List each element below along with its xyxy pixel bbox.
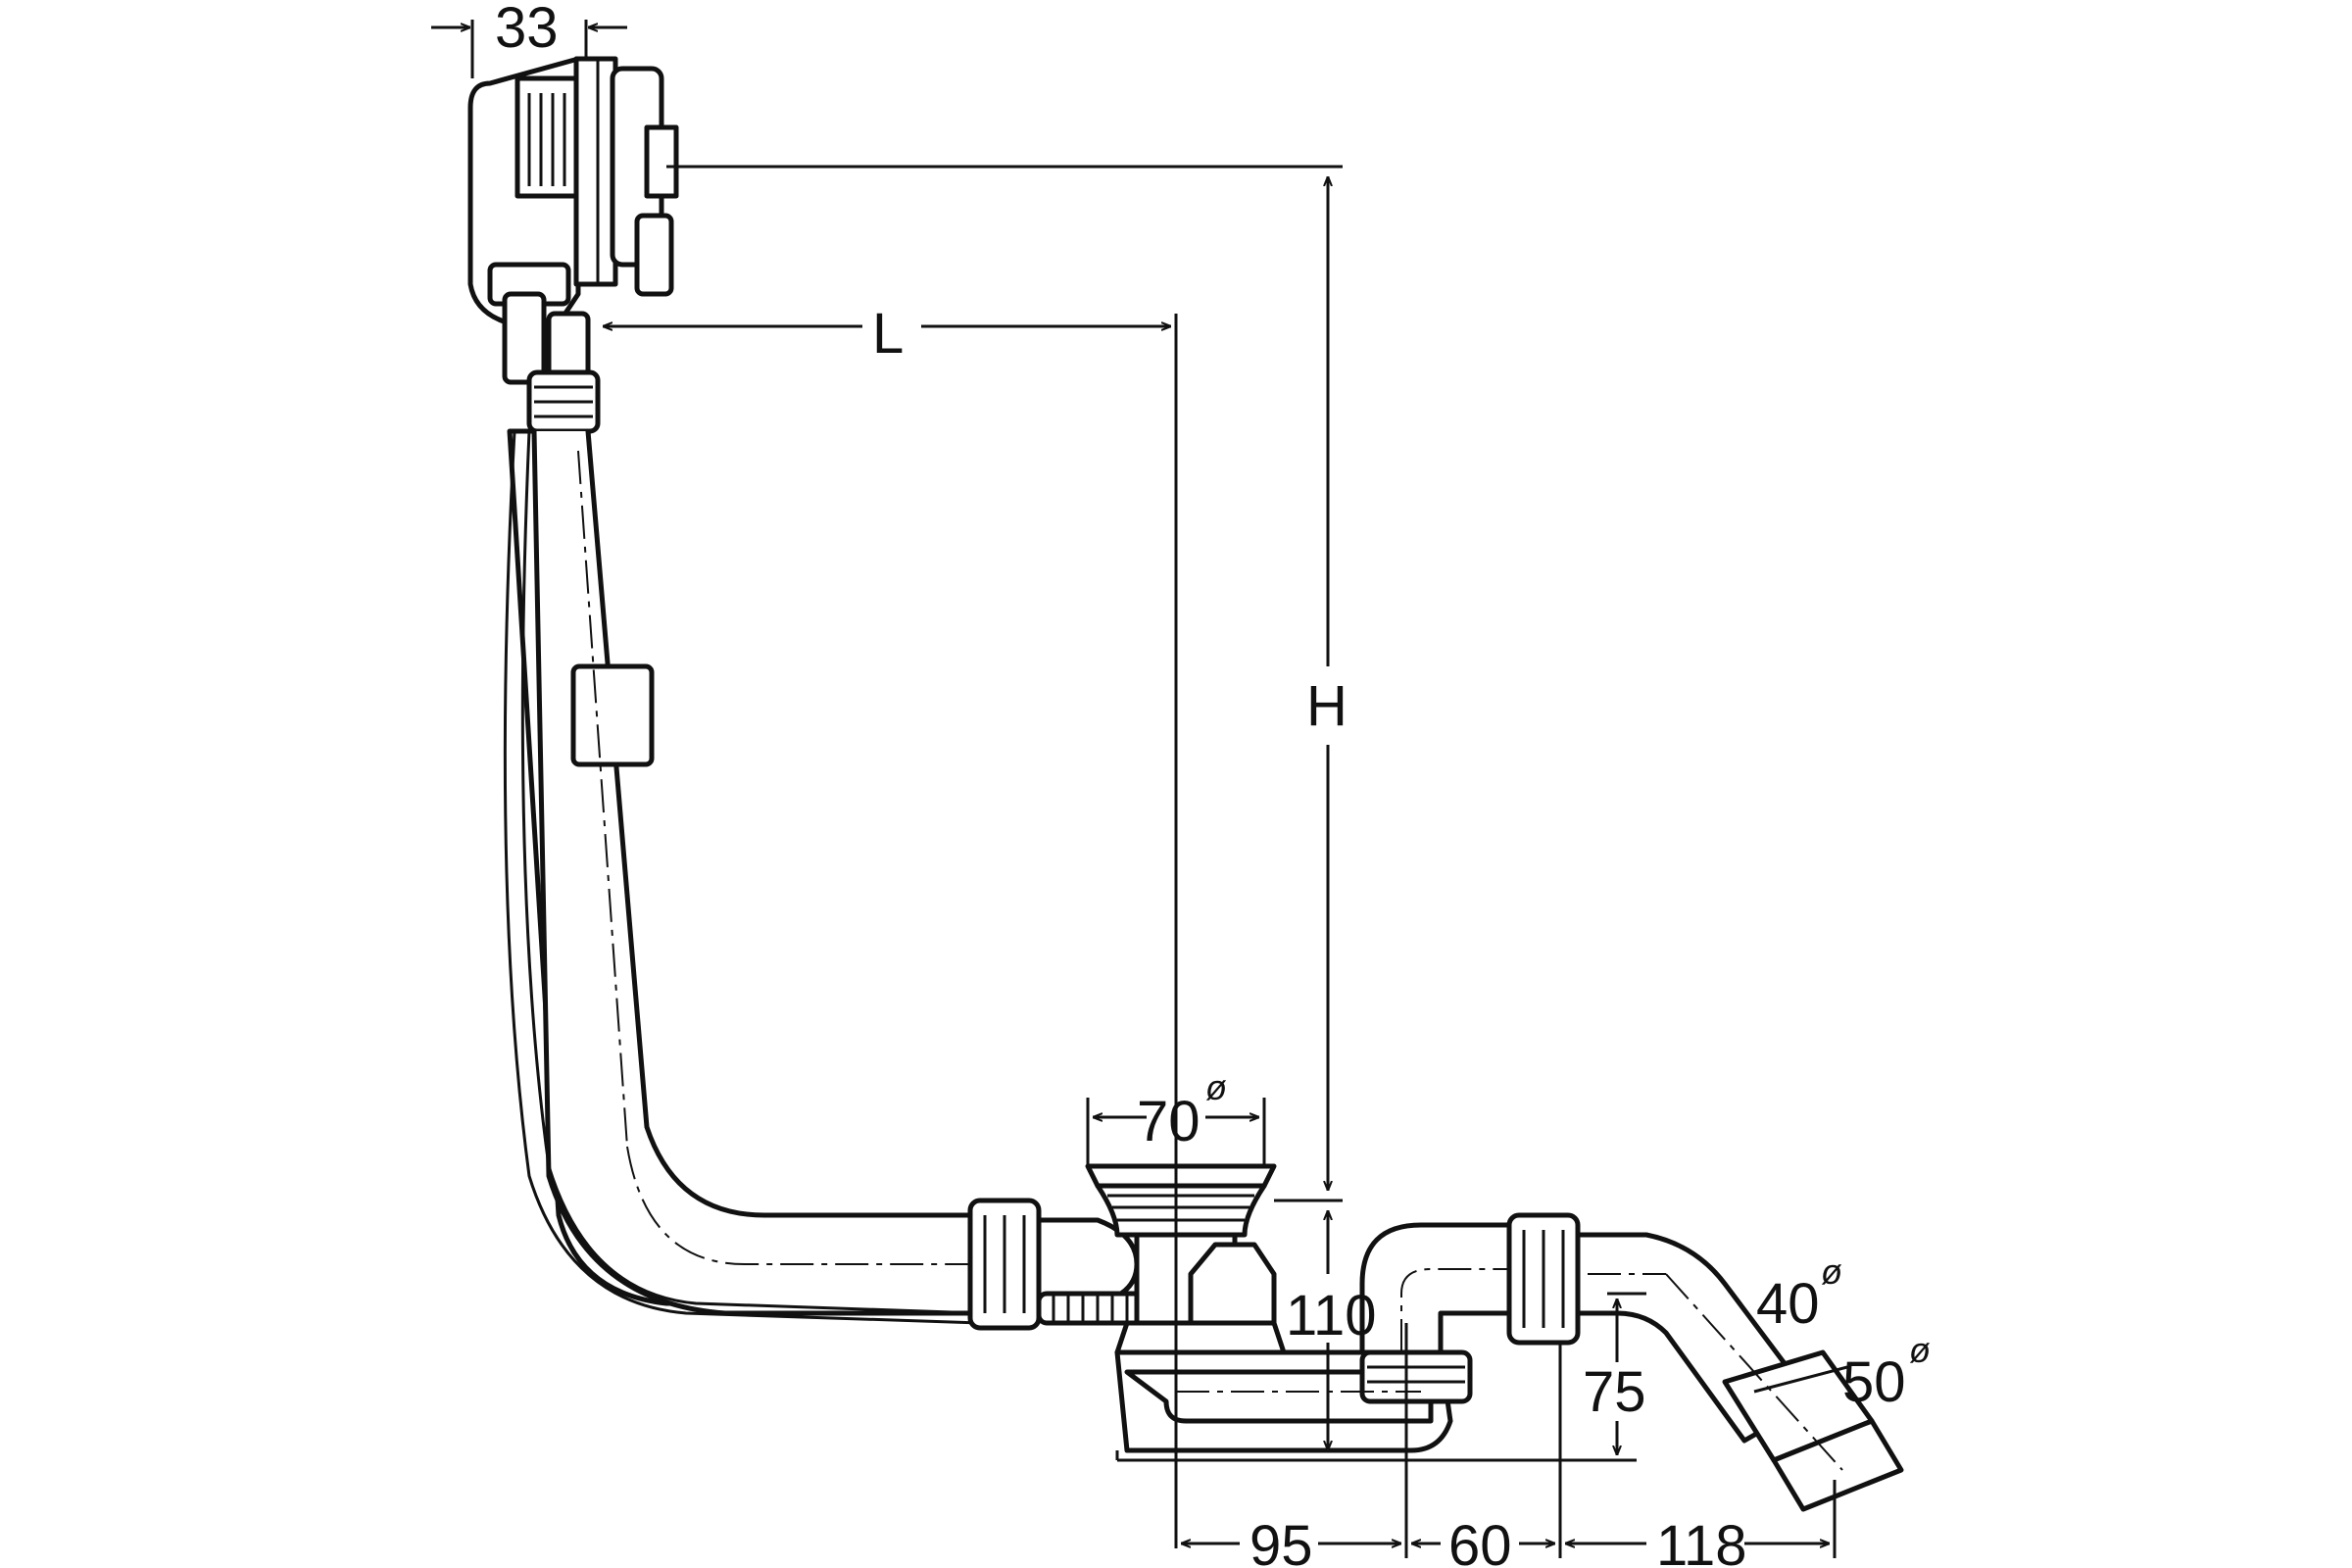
dim-75 [1607, 1292, 1646, 1455]
dim-33 [431, 20, 627, 78]
trap-riser [1359, 1222, 1529, 1355]
dim-95-label: 95 [1250, 1514, 1313, 1568]
dim-50-label: 50 [1842, 1350, 1906, 1414]
dim-118-label: 118 [1656, 1514, 1746, 1568]
dim-110-label: 110 [1286, 1284, 1376, 1348]
dim-70-symbol: ø [1205, 1067, 1227, 1107]
overflow-head [467, 56, 679, 326]
dim-l [603, 314, 1178, 1548]
dim-33-label: 33 [495, 0, 559, 60]
overflow-connectors [487, 262, 601, 434]
dim-40-label: 40 [1756, 1272, 1820, 1336]
outlet-pipe [1575, 1232, 1904, 1512]
dim-h-label: H [1306, 674, 1348, 738]
dim-bottom [1181, 1323, 1837, 1558]
trap-body [1114, 1349, 1473, 1460]
dim-75-label: 75 [1583, 1360, 1646, 1424]
dim-110 [1117, 1210, 1637, 1462]
pipe-nut-left [967, 1198, 1140, 1331]
dim-40-symbol: ø [1821, 1251, 1842, 1292]
dim-50-symbol: ø [1909, 1330, 1931, 1370]
bowden-cable [503, 430, 981, 1325]
pipe-nut-right [1506, 1212, 1581, 1346]
overflow-pipe [507, 428, 1098, 1316]
cable-spring [1036, 1291, 1150, 1326]
dim-70-label: 70 [1137, 1090, 1200, 1153]
dim-60-label: 60 [1448, 1514, 1512, 1568]
dim-70 [1086, 1098, 1266, 1166]
dim-l-label: L [872, 302, 904, 366]
dim-h [666, 165, 1343, 1202]
